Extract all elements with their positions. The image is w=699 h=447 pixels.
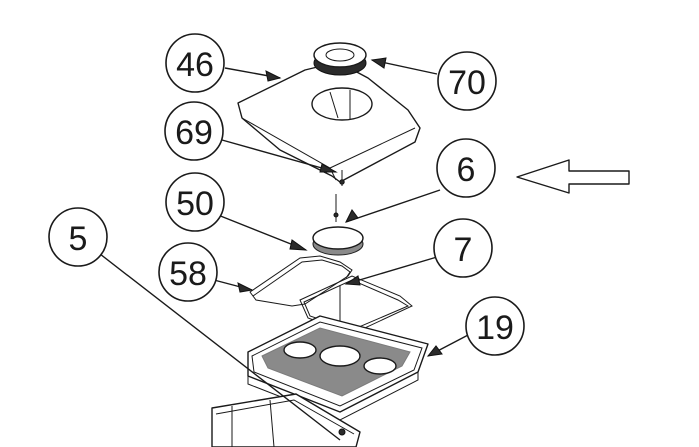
callout-69-label: 69: [175, 114, 213, 152]
callout-58: 58: [158, 242, 218, 302]
callout-46-label: 46: [176, 46, 214, 84]
callout-7: 7: [433, 218, 493, 278]
callout-5: 5: [48, 207, 108, 267]
part-69-screw: [339, 170, 345, 186]
part-19-base-tray: [247, 315, 429, 421]
callout-6: 6: [436, 138, 496, 198]
callout-70: 70: [437, 51, 497, 111]
part-50-disc: [312, 226, 364, 256]
callout-50-label: 50: [176, 185, 214, 223]
part-6-pin: [333, 194, 339, 222]
callout-46: 46: [165, 33, 225, 93]
callout-6-label: 6: [457, 151, 476, 189]
part-58-wire-loop: [249, 255, 353, 307]
callout-19: 19: [465, 296, 525, 356]
leader-arrowheads: [237, 57, 443, 357]
callout-69: 69: [164, 101, 224, 161]
part-70-knob: [313, 42, 367, 76]
callout-50: 50: [165, 172, 225, 232]
callout-7-label: 7: [454, 231, 473, 269]
part-5-lower-housing: [211, 393, 361, 447]
callout-5-label: 5: [69, 220, 88, 258]
arrow-left-outline-icon: [516, 159, 630, 194]
part-46-cover: [237, 61, 421, 183]
callout-58-label: 58: [169, 255, 207, 293]
callout-19-label: 19: [476, 309, 514, 347]
callout-70-label: 70: [448, 64, 486, 102]
